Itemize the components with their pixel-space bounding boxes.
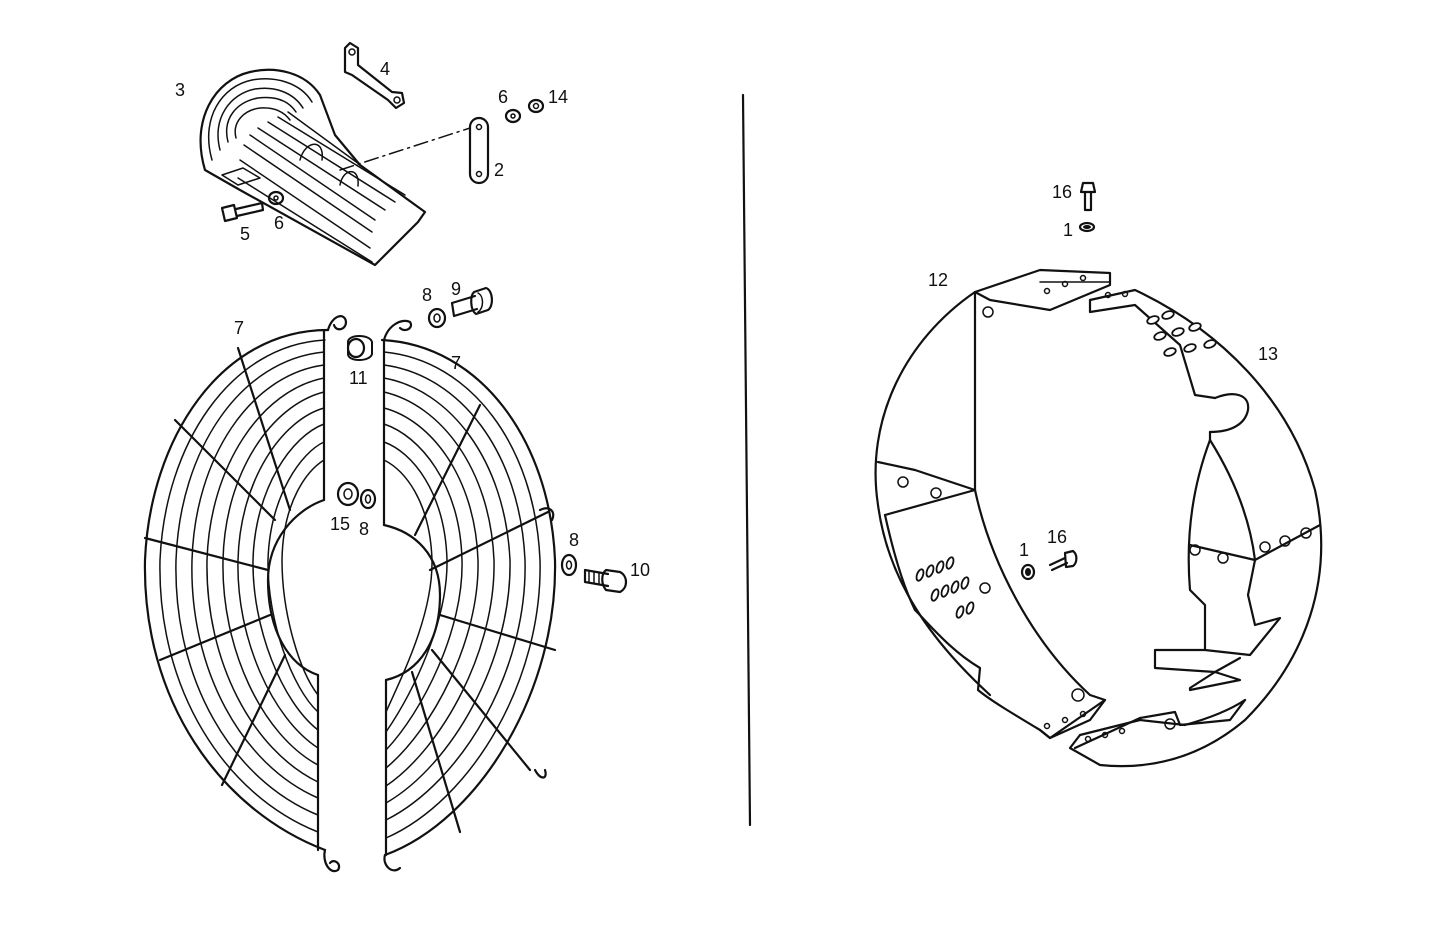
label-part-7-right: 7 [451,353,461,373]
label-part-5: 5 [240,224,250,244]
part-13-shroud-right-half [1068,288,1323,768]
label-part-8-right: 8 [569,530,579,550]
label-part-15: 15 [330,514,350,534]
part-6-washer-top [504,108,522,124]
label-part-10: 10 [630,560,650,580]
part-8-washer-mid [359,488,377,510]
part-16-bolt-mid [1048,549,1078,572]
part-5-bolt [220,201,265,223]
part-4-bracket [343,41,406,110]
part-16-bolt-top [1079,181,1097,212]
label-part-1-top: 1 [1063,220,1073,240]
part-11-spacer [346,335,373,361]
label-part-7-left: 7 [234,318,244,338]
part-12-shroud-left-half [874,268,1112,740]
part-14-nut [527,98,545,114]
part-8-washer-top [427,307,447,329]
label-part-9: 9 [451,279,461,299]
label-part-6-top: 6 [498,87,508,107]
label-part-3: 3 [175,80,185,100]
label-part-4: 4 [380,59,390,79]
part-7-left-grille-half [143,315,348,873]
part-7-right-grille-half [380,319,557,872]
label-part-12: 12 [928,270,948,290]
label-part-13: 13 [1258,344,1278,364]
label-part-16-mid: 16 [1047,527,1067,547]
part-labels: 3 4 6 14 2 5 6 7 7 8 9 11 15 8 8 10 16 1… [175,59,1278,580]
part-1-nut-top [1078,221,1096,233]
alignment-line [339,127,471,171]
label-part-11: 11 [349,368,368,388]
part-8-washer-right [560,553,578,577]
label-part-16-top: 16 [1052,182,1072,202]
label-part-2: 2 [494,160,504,180]
part-3-guard-cover [199,68,427,267]
label-part-8-top: 8 [422,285,432,305]
label-part-8-mid: 8 [359,519,369,539]
part-10-bolt [583,568,628,594]
part-9-bolt [450,286,493,318]
part-2-strap [468,116,490,185]
part-1-nut-mid [1020,563,1036,581]
label-part-14: 14 [548,87,568,107]
section-divider [741,93,752,827]
label-part-6-lower: 6 [274,213,284,233]
part-6-washer-lower [267,190,285,206]
label-part-1-mid: 1 [1019,540,1029,560]
part-15-nut [336,481,360,507]
